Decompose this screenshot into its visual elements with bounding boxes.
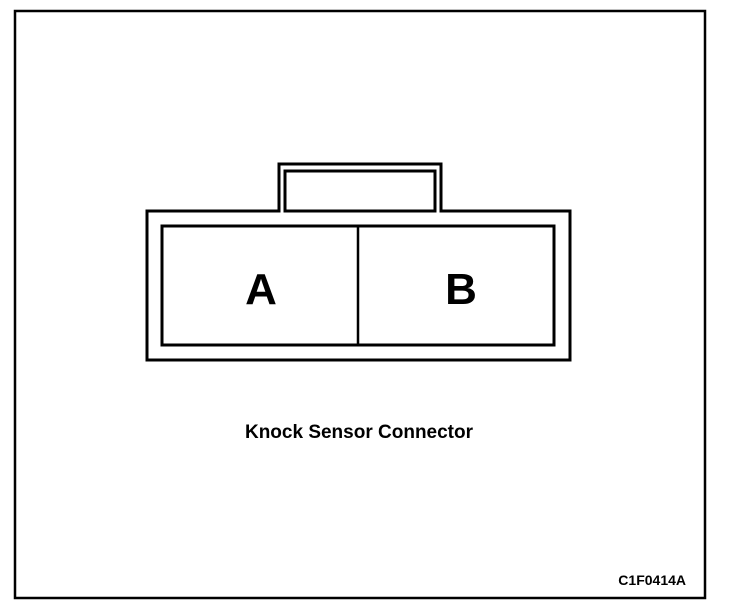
figure-code: C1F0414A (618, 572, 686, 588)
figure-frame (13, 9, 707, 600)
connector-latch (283, 169, 437, 213)
connector-housing (145, 162, 572, 362)
pin-b-label: B (445, 265, 477, 314)
diagram-caption: Knock Sensor Connector (245, 422, 474, 443)
pin-a-label: A (245, 265, 277, 314)
